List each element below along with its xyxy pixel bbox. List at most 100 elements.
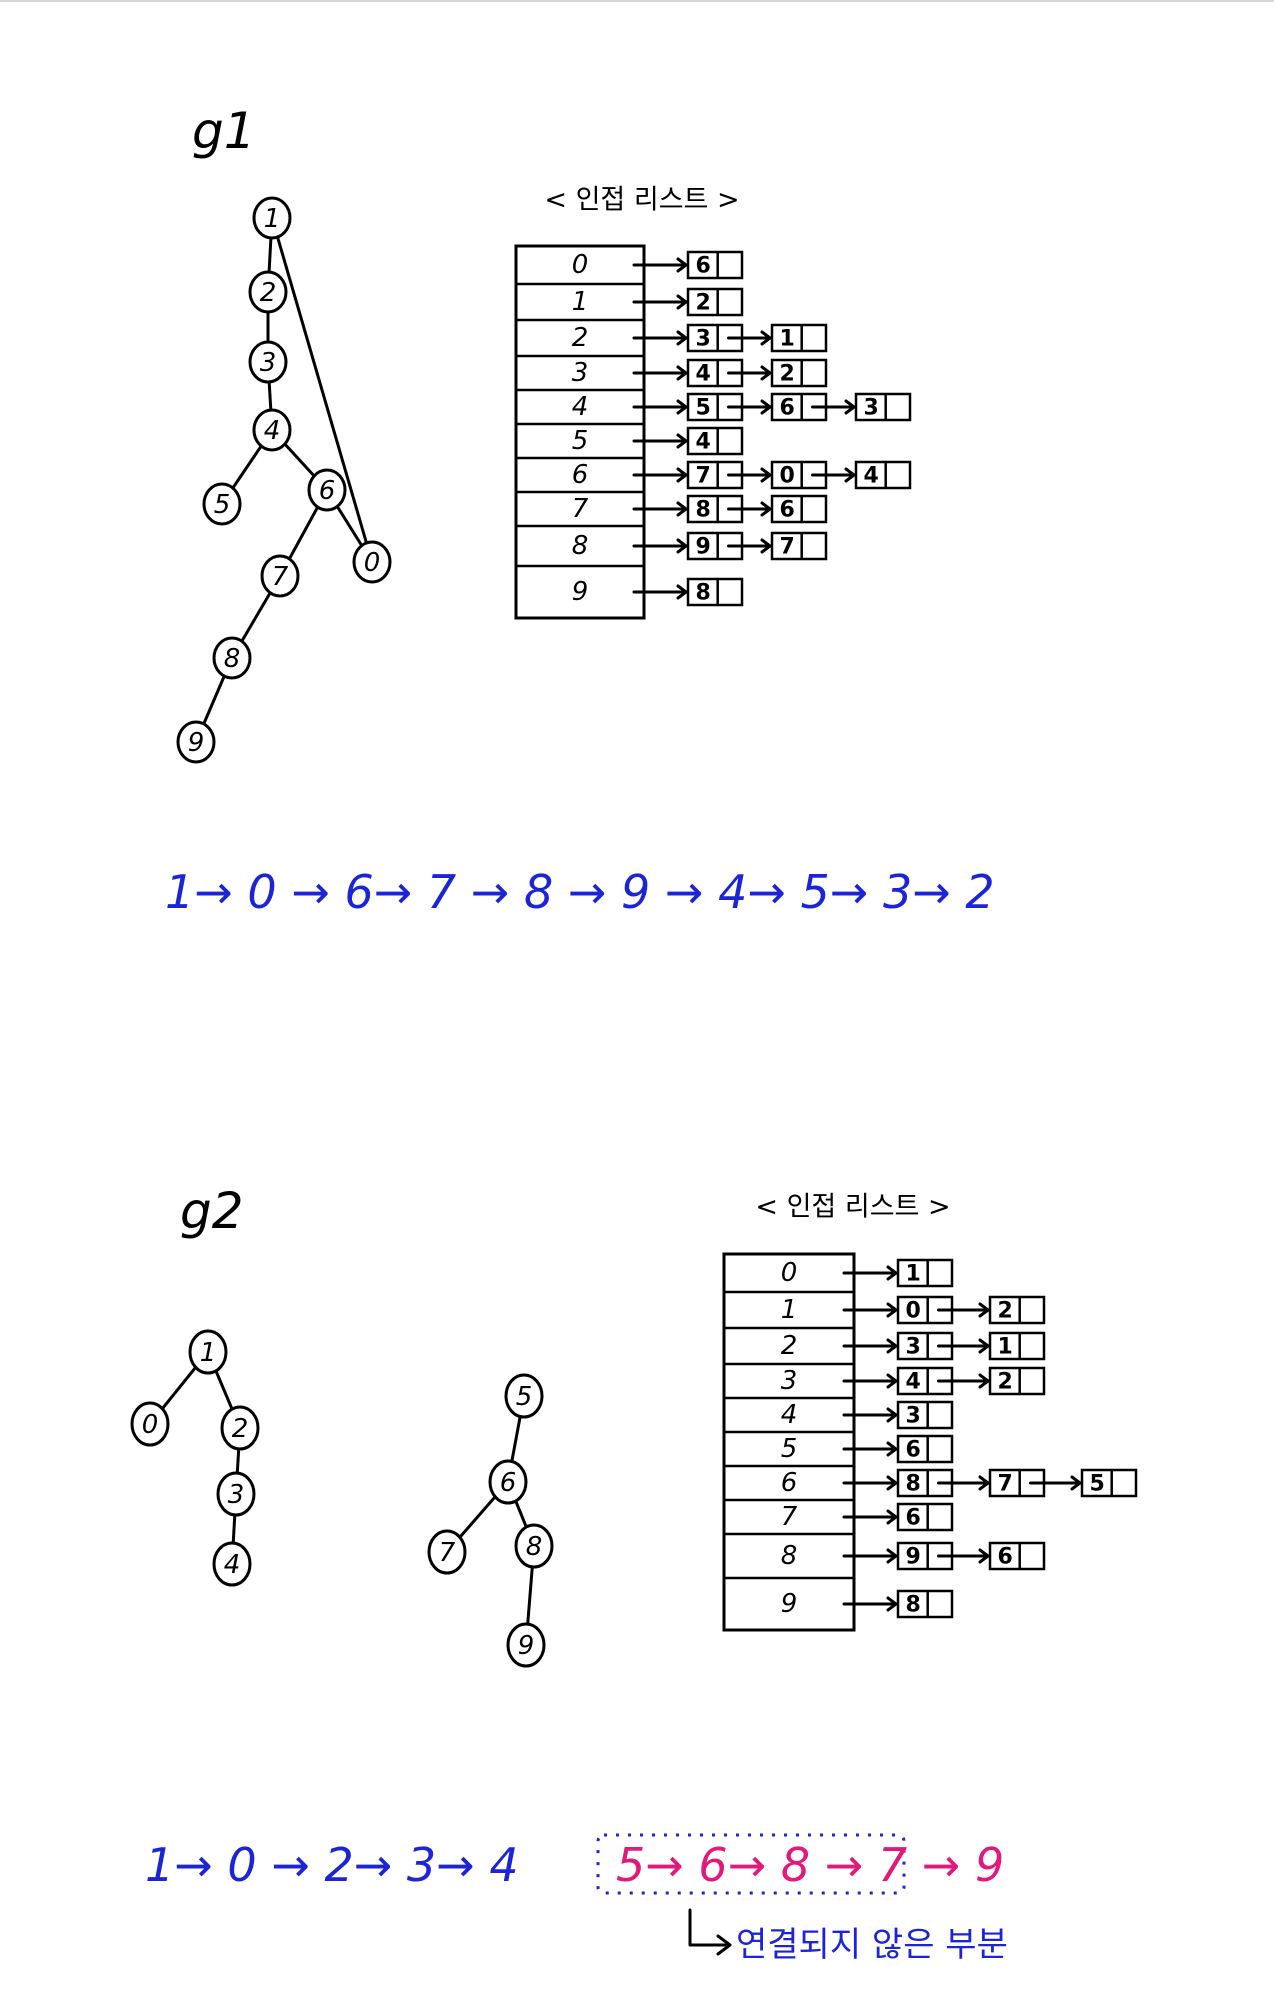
node-4: 4 [252,408,292,452]
arrow-icon [632,433,688,449]
node-9: 9 [506,1622,546,1668]
arrow-icon [632,584,688,600]
node-label: 7 [439,1538,456,1568]
node-circle [514,1523,554,1569]
node-circle [130,1401,170,1447]
node-circle [352,540,392,584]
arrow-icon [937,1548,990,1564]
node-circle [212,1541,252,1587]
arrow-icon [632,365,688,381]
row-index: 8 [572,531,589,561]
g1-adjacency-caption: < 인접 리스트 > [544,185,739,216]
list-node-box [854,392,912,422]
arrow-icon [937,1373,990,1389]
node-label: 1 [264,204,281,234]
list-node-box [896,1502,954,1532]
node-circle [202,482,242,526]
row-index: 0 [572,250,589,280]
disconnected-note: 연결되지 않은 부분 [736,1925,1008,1965]
node-8: 8 [212,636,252,680]
node-circle [504,1373,544,1419]
g2-traversal-disconnected: 5→ 6→ 8 → 7 → 9 [616,1838,1004,1892]
list-node-value: 7 [695,464,710,489]
arrow-icon [632,501,688,517]
list-node-value: 4 [905,1370,920,1395]
node-label: 2 [260,278,277,308]
node-label: 3 [228,1480,245,1510]
node-2: 2 [220,1405,260,1451]
node-5: 5 [504,1373,544,1419]
arrow-icon [842,1373,898,1389]
list-node-box [686,577,744,607]
node-label: 4 [264,416,281,446]
list-node-value: 8 [695,581,710,606]
node-label: 9 [518,1631,535,1661]
list-node-value: 1 [997,1335,1012,1360]
list-node-box [686,392,744,422]
list-node-value: 5 [695,396,710,421]
arrow-icon [842,1265,898,1281]
note-arrow-icon [688,1908,732,1956]
row-index: 9 [781,1589,798,1619]
node-label: 6 [319,476,336,506]
arrow-icon [632,294,688,310]
row-index: 2 [781,1331,798,1361]
row-index: 2 [572,323,589,353]
node-4: 4 [212,1541,252,1587]
g2-title: g2 [180,1182,244,1240]
row-index: 7 [781,1502,798,1532]
arrow-icon [632,257,688,273]
list-node-value: 3 [905,1404,920,1429]
list-node-value: 3 [695,327,710,352]
node-circle [488,1459,528,1505]
node-label: 0 [142,1410,159,1440]
arrow-icon [811,399,856,415]
node-circle [252,408,292,452]
list-node-value: 0 [905,1299,920,1324]
row-index: 5 [781,1434,798,1464]
node-circle [248,340,288,384]
list-node-value: 6 [997,1545,1012,1570]
arrow-icon [727,501,772,517]
g1-traversal-order: 1→ 0 → 6→ 7 → 8 → 9 → 4→ 5→ 3→ 2 [165,865,995,919]
row-index: 4 [781,1400,798,1430]
node-circle [216,1471,256,1517]
node-1: 1 [252,196,292,240]
list-node-box [770,358,828,388]
list-node-value: 1 [779,327,794,352]
row-index: 5 [572,426,589,456]
list-node-box [988,1366,1046,1396]
arrow-icon [842,1548,898,1564]
node-circle [188,1329,228,1375]
arrow-icon [811,467,856,483]
node-circle [252,196,292,240]
list-node-box [896,1589,954,1619]
node-circle [176,720,216,764]
adjacency-table [514,244,646,620]
node-label: 4 [224,1550,241,1580]
list-node-value: 5 [1089,1472,1104,1497]
arrow-icon [842,1302,898,1318]
node-3: 3 [248,340,288,384]
row-index: 3 [572,358,589,388]
edge-1-0 [270,216,374,564]
node-3: 3 [216,1471,256,1517]
list-node-box [988,1331,1046,1361]
list-node-box [770,323,828,353]
arrow-icon [842,1441,898,1457]
list-node-value: 2 [695,291,710,316]
arrow-icon [842,1596,898,1612]
node-0: 0 [130,1401,170,1447]
